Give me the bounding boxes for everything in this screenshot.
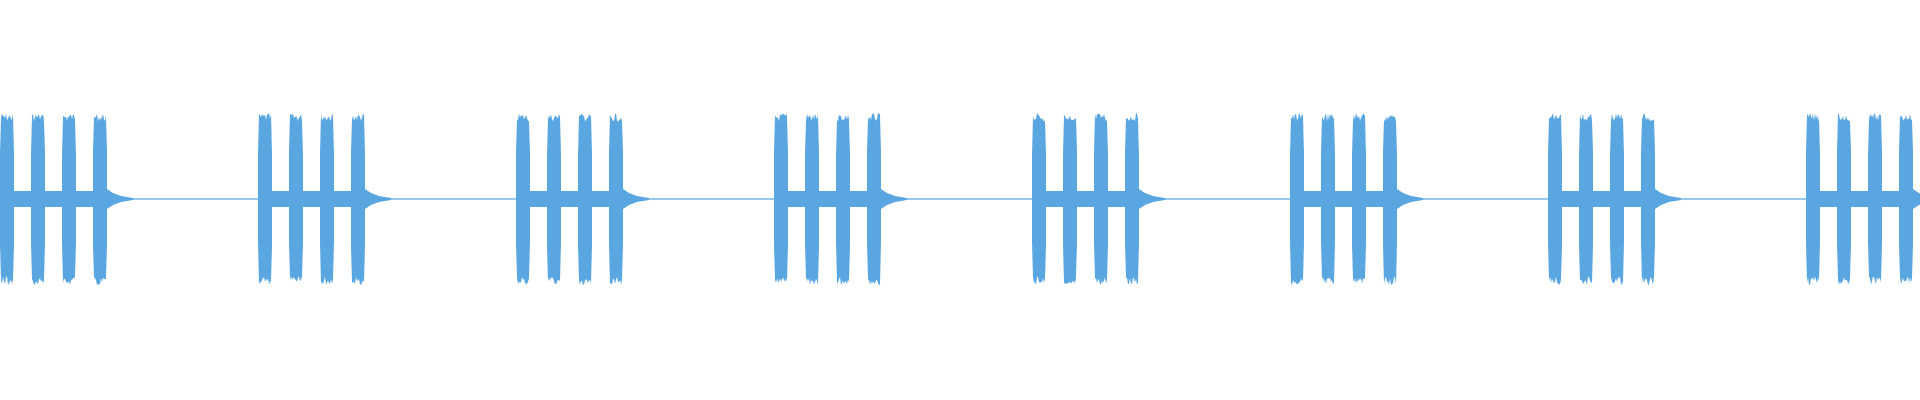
waveform-pulse [1352, 113, 1366, 284]
waveform-connector [1562, 191, 1579, 207]
waveform-connector [334, 191, 351, 207]
waveform-connector [1882, 191, 1899, 207]
waveform-pulse [1868, 113, 1882, 285]
waveform-decay [881, 189, 907, 209]
waveform-pulse [1063, 114, 1077, 284]
waveform-decay [623, 189, 649, 209]
waveform-pulse [289, 113, 303, 282]
waveform-pulse [31, 113, 45, 285]
waveform-pulse [1548, 113, 1562, 285]
waveform-burst [774, 113, 907, 285]
waveform-decay [1913, 189, 1920, 209]
waveform-decay [365, 189, 391, 209]
waveform-groups [0, 113, 1920, 286]
waveform-pulse [867, 113, 881, 285]
waveform-pulse [547, 114, 561, 285]
waveform-pulse [1579, 113, 1593, 285]
waveform-connector [1593, 191, 1610, 207]
waveform-pulse [1641, 113, 1655, 285]
waveform-connector [788, 191, 805, 207]
waveform-connector [14, 191, 31, 207]
waveform-burst [516, 113, 649, 286]
waveform-pulse [1806, 113, 1820, 285]
waveform-pulse [1094, 113, 1108, 285]
waveform-pulse [836, 114, 850, 285]
waveform-pulse [320, 113, 334, 285]
waveform-connector [1046, 191, 1063, 207]
waveform-connector [45, 191, 62, 207]
waveform-pulse [258, 113, 272, 285]
waveform-connector [1077, 191, 1094, 207]
waveform-connector [1820, 191, 1837, 207]
waveform-connector [303, 191, 320, 207]
waveform-decay [1655, 189, 1681, 209]
waveform-pulse [1610, 113, 1624, 285]
waveform-pulse [805, 113, 819, 285]
waveform-pulse [1383, 114, 1397, 285]
waveform-pulse [0, 113, 14, 285]
waveform-connector [272, 191, 289, 207]
waveform-pulse [1032, 113, 1046, 285]
waveform-pulse [774, 113, 788, 283]
waveform-pulse [351, 113, 365, 285]
waveform-pulse [1899, 113, 1913, 284]
waveform-connector [850, 191, 867, 207]
waveform-connector [561, 191, 578, 207]
waveform-connector [819, 191, 836, 207]
waveform-connector [1304, 191, 1321, 207]
waveform-decay [1397, 189, 1423, 209]
waveform-burst [1032, 113, 1165, 285]
waveform-connector [76, 191, 93, 207]
waveform-pulse [516, 113, 530, 285]
waveform-burst [1548, 113, 1681, 285]
waveform-pulse [1837, 113, 1851, 285]
waveform-pulse [609, 113, 623, 285]
waveform-decay [107, 189, 133, 209]
waveform-burst [1806, 113, 1920, 285]
waveform-pulse [578, 113, 592, 286]
waveform-connector [592, 191, 609, 207]
waveform-decay [1139, 189, 1165, 209]
waveform-connector [1851, 191, 1868, 207]
waveform-pulse [1321, 113, 1335, 285]
waveform-pulse [1290, 113, 1304, 285]
waveform-burst [258, 113, 391, 285]
waveform-connector [1366, 191, 1383, 207]
waveform-connector [1624, 191, 1641, 207]
waveform-pulse [93, 113, 107, 285]
waveform-pulse [62, 114, 76, 285]
waveform-burst [1290, 113, 1423, 285]
waveform-connector [530, 191, 547, 207]
waveform-connector [1335, 191, 1352, 207]
waveform-burst [0, 113, 133, 285]
waveform-pulse [1125, 113, 1139, 285]
waveform-connector [1108, 191, 1125, 207]
